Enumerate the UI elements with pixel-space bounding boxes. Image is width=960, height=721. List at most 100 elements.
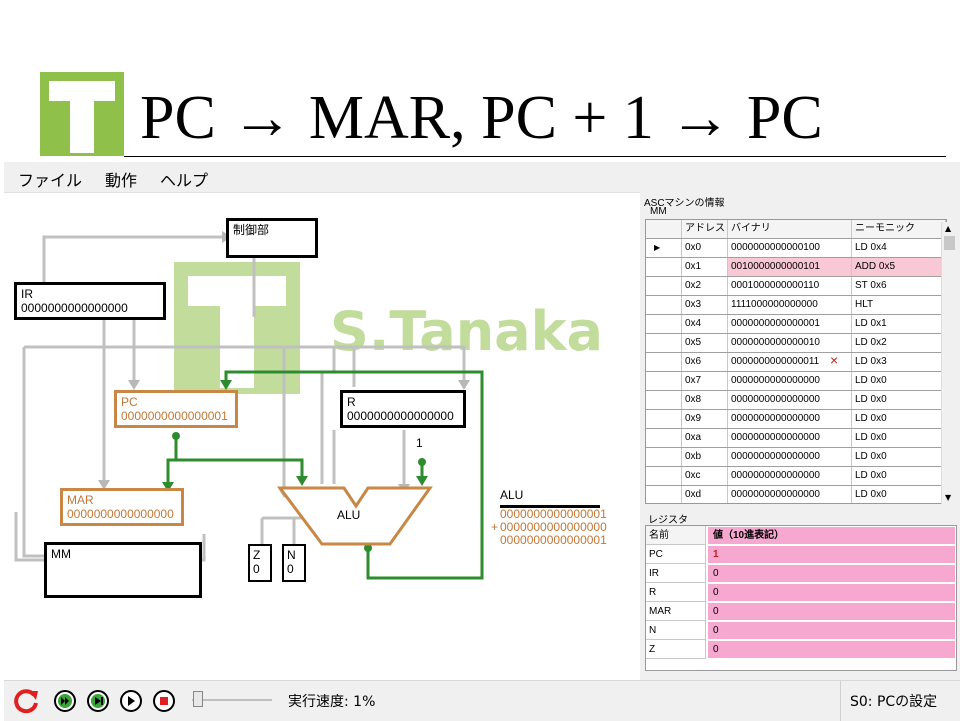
memory-address: 0x4 bbox=[682, 315, 728, 333]
alu-output-values: 0000000000000001 + 0000000000000000 0000… bbox=[491, 507, 607, 547]
alu-output-line1: 0000000000000001 bbox=[500, 507, 607, 521]
memory-binary: 0000000000000000 bbox=[728, 467, 852, 485]
col-binary[interactable]: バイナリ bbox=[728, 220, 852, 238]
step-forward-icon bbox=[91, 694, 105, 708]
register-value: 0 bbox=[708, 565, 955, 582]
fast-run-button[interactable] bbox=[54, 690, 76, 712]
slide-title: PC → MAR, PC + 1 → PC bbox=[140, 84, 823, 152]
mm-label: MM bbox=[51, 547, 71, 561]
reset-icon[interactable] bbox=[12, 687, 40, 715]
register-name: Z bbox=[646, 640, 706, 659]
speed-text: 実行速度: 1% bbox=[288, 694, 376, 710]
app-window: ファイル 動作 ヘルプ S.Tanaka bbox=[4, 162, 960, 721]
menu-action[interactable]: 動作 bbox=[105, 171, 138, 190]
n-flag-label: N bbox=[287, 548, 296, 562]
memory-mnemonic: LD 0x0 bbox=[852, 410, 946, 428]
register-value: 0 bbox=[708, 622, 955, 639]
mm-section-title: MM bbox=[650, 206, 667, 217]
memory-address: 0x7 bbox=[682, 372, 728, 390]
col-mnemonic[interactable]: ニーモニック bbox=[852, 220, 946, 238]
memory-table-header: アドレス バイナリ ニーモニック bbox=[646, 220, 946, 239]
memory-mnemonic: ADD 0x5 bbox=[852, 258, 946, 276]
memory-binary: 1111000000000000 bbox=[728, 296, 852, 314]
memory-binary: 0000000000000010 bbox=[728, 334, 852, 352]
memory-binary: 0000000000000000 bbox=[728, 410, 852, 428]
pc-value: 0000000000000001 bbox=[121, 409, 228, 423]
control-unit-label: 制御部 bbox=[233, 223, 270, 237]
status-bar: 実行速度: 1% S0: PCの設定 bbox=[4, 680, 960, 721]
current-row-arrow-icon: ▶ bbox=[646, 239, 682, 257]
memory-address: 0xb bbox=[682, 448, 728, 466]
alu-output-bar bbox=[500, 505, 600, 508]
r-label: R bbox=[347, 395, 356, 409]
green-arrowheads bbox=[162, 380, 428, 552]
memory-mnemonic: LD 0x0 bbox=[852, 448, 946, 466]
register-section-title: レジスタ bbox=[648, 515, 688, 526]
n-flag-box: N 0 bbox=[282, 544, 306, 582]
speed-slider[interactable] bbox=[192, 689, 274, 713]
play-icon bbox=[128, 696, 135, 706]
menu-help[interactable]: ヘルプ bbox=[160, 171, 209, 190]
col-address[interactable]: アドレス bbox=[682, 220, 728, 238]
menu-bar: ファイル 動作 ヘルプ bbox=[4, 162, 960, 193]
stop-icon bbox=[160, 697, 168, 705]
row-indicator bbox=[646, 315, 682, 333]
reg-col-value[interactable]: 値（10進表記） bbox=[708, 527, 955, 544]
memory-mnemonic: LD 0x0 bbox=[852, 372, 946, 390]
reg-col-name[interactable]: 名前 bbox=[646, 526, 706, 545]
logo-t-icon bbox=[40, 72, 124, 156]
scroll-down-icon[interactable]: ▼ bbox=[945, 493, 952, 502]
memory-binary: 0000000000000100 bbox=[728, 239, 852, 257]
r-value: 0000000000000000 bbox=[347, 409, 454, 423]
row-indicator bbox=[646, 486, 682, 503]
menu-file[interactable]: ファイル bbox=[18, 171, 83, 190]
memory-mnemonic: LD 0x2 bbox=[852, 334, 946, 352]
mar-label: MAR bbox=[67, 493, 94, 507]
play-button[interactable] bbox=[120, 690, 142, 712]
memory-table-scrollbar[interactable]: ▲ ▼ bbox=[941, 222, 958, 504]
memory-mnemonic: LD 0x0 bbox=[852, 391, 946, 409]
alu-output-line2: 0000000000000000 bbox=[500, 520, 607, 534]
speed-slider-thumb[interactable] bbox=[193, 691, 203, 707]
alu-output-line3: 0000000000000001 bbox=[500, 533, 607, 547]
register-value: 0 bbox=[708, 641, 955, 658]
control-unit-box: 制御部 bbox=[226, 218, 318, 258]
row-indicator bbox=[646, 258, 682, 276]
stop-button[interactable] bbox=[153, 690, 175, 712]
alu-label: ALU bbox=[337, 508, 361, 522]
register-name: IR bbox=[646, 564, 706, 583]
scroll-up-icon[interactable]: ▲ bbox=[945, 224, 952, 233]
title-logo bbox=[40, 72, 124, 156]
memory-binary: 0000000000000000 bbox=[728, 429, 852, 447]
scroll-thumb[interactable] bbox=[944, 236, 955, 250]
memory-binary: 0000000000000011 bbox=[728, 353, 852, 371]
row-indicator bbox=[646, 448, 682, 466]
row-indicator bbox=[646, 353, 682, 371]
memory-binary: 0000000000000000 bbox=[728, 448, 852, 466]
memory-address: 0x8 bbox=[682, 391, 728, 409]
step-run-button[interactable] bbox=[87, 690, 109, 712]
register-name: R bbox=[646, 583, 706, 602]
